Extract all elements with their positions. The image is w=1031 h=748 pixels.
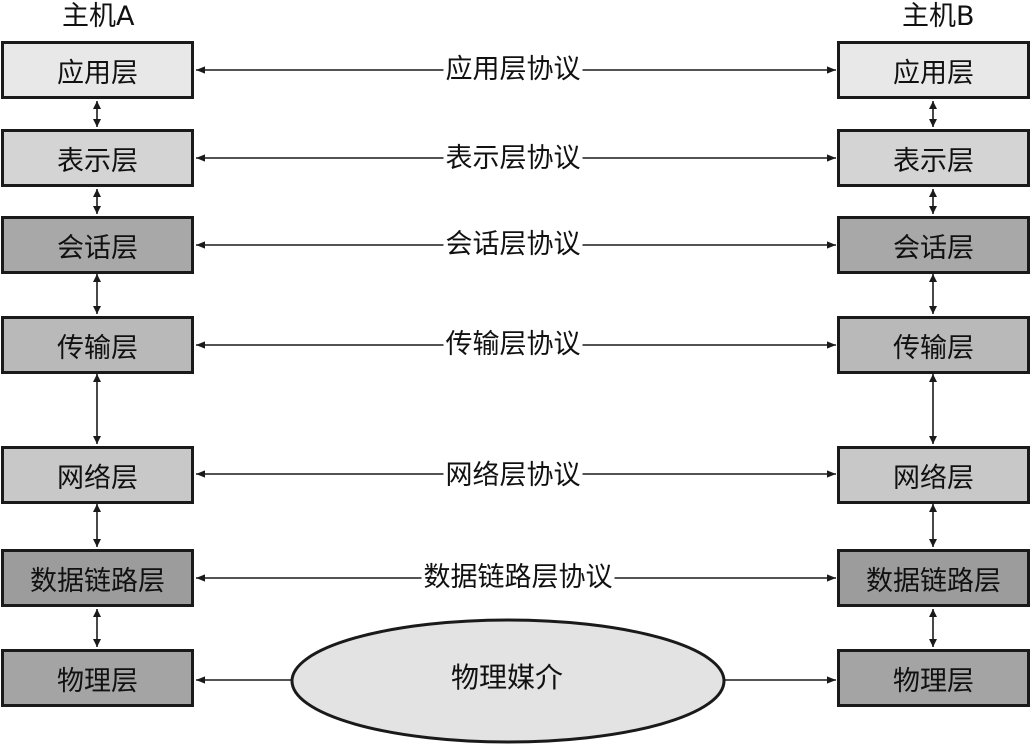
- host-a-title: 主机A: [62, 1, 135, 32]
- transport-protocol-label: 传输层协议: [443, 329, 583, 361]
- host-a-transport-layer: 传输层: [1, 316, 194, 374]
- presentation-protocol-label: 表示层协议: [443, 143, 583, 175]
- host-a-session-layer: 会话层: [1, 216, 194, 274]
- application-protocol-label: 应用层协议: [443, 54, 583, 86]
- physical-medium-label: 物理媒介: [450, 661, 564, 694]
- host-b-transport-layer: 传输层: [837, 316, 1030, 374]
- network-protocol-label: 网络层协议: [443, 460, 583, 492]
- host-b-session-layer: 会话层: [837, 216, 1030, 274]
- host-b-title: 主机B: [902, 1, 975, 32]
- host-a-presentation-layer: 表示层: [1, 129, 194, 187]
- host-b-presentation-layer: 表示层: [837, 129, 1030, 187]
- host-a-physical-layer: 物理层: [1, 649, 194, 707]
- host-b-network-layer: 网络层: [837, 446, 1030, 504]
- host-a-datalink-layer: 数据链路层: [1, 549, 194, 607]
- host-b-application-layer: 应用层: [837, 41, 1030, 99]
- physical-medium-ellipse: [290, 618, 726, 744]
- session-protocol-label: 会话层协议: [443, 229, 583, 261]
- datalink-protocol-label: 数据链路层协议: [421, 562, 615, 594]
- host-b-datalink-layer: 数据链路层: [837, 549, 1030, 607]
- host-b-physical-layer: 物理层: [837, 649, 1030, 707]
- host-a-network-layer: 网络层: [1, 446, 194, 504]
- host-a-application-layer: 应用层: [1, 41, 194, 99]
